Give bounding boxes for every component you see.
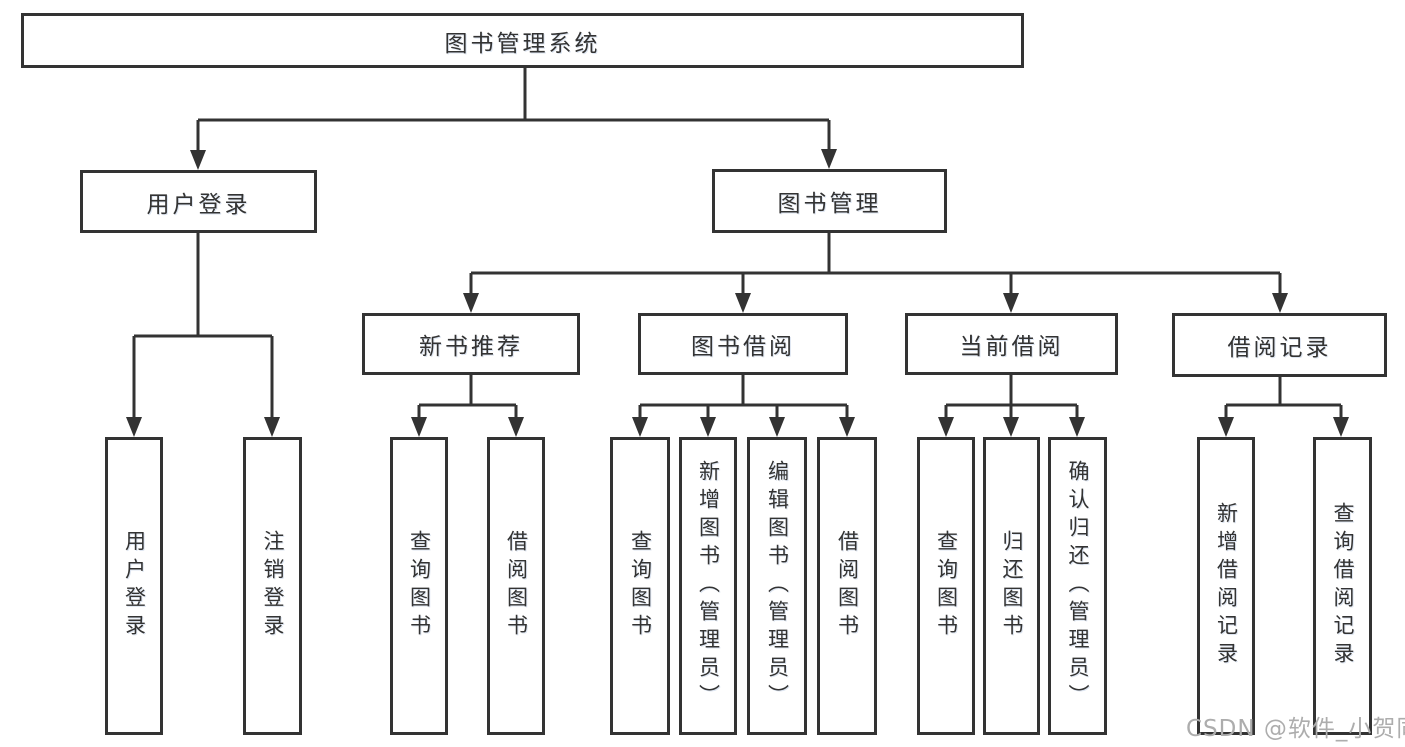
leaf-query-books: 查询图书 (390, 437, 448, 735)
leaf-borrow-books: 借阅图书 (487, 437, 545, 735)
node-label: 图书借阅 (691, 334, 795, 360)
node-user-login: 用户登录 (80, 170, 317, 233)
node-label: 确认归还（管理员） (1066, 460, 1090, 712)
node-borrowing-records: 借阅记录 (1172, 313, 1387, 377)
node-label: 查询图书 (407, 530, 432, 642)
leaf-edit-books-admin: 编辑图书（管理员） (747, 437, 807, 735)
node-new-book-recommendation: 新书推荐 (362, 313, 580, 375)
node-label: 编辑图书（管理员） (765, 460, 790, 712)
node-label: 新增借阅记录 (1214, 502, 1239, 670)
leaf-query-books: 查询图书 (917, 437, 975, 735)
node-label: 新书推荐 (419, 334, 523, 360)
node-label: 借阅图书 (504, 530, 529, 642)
node-current-borrowing: 当前借阅 (905, 313, 1118, 375)
node-book-borrowing: 图书借阅 (638, 313, 848, 375)
node-label: 查询借阅记录 (1331, 502, 1355, 670)
leaf-logout: 注销登录 (243, 437, 302, 735)
leaf-user-login: 用户登录 (105, 437, 163, 735)
node-label: 注销登录 (261, 530, 285, 642)
leaf-return-books: 归还图书 (983, 437, 1040, 735)
node-label: 图书管理 (777, 191, 882, 217)
node-label: 当前借阅 (959, 334, 1064, 360)
node-library-management-system: 图书管理系统 (21, 13, 1024, 68)
node-label: 借阅图书 (835, 530, 860, 642)
node-label: 图书管理系统 (444, 30, 601, 57)
node-label: 查询图书 (628, 530, 653, 642)
node-label: 归还图书 (1000, 530, 1024, 642)
leaf-add-borrow-record: 新增借阅记录 (1197, 437, 1255, 735)
arrowhead-icons (126, 149, 1349, 437)
leaf-borrow-books: 借阅图书 (817, 437, 877, 735)
node-label: 查询图书 (934, 530, 959, 642)
node-label: 新增图书（管理员） (696, 460, 721, 712)
node-book-management: 图书管理 (712, 169, 947, 233)
leaf-confirm-return-admin: 确认归还（管理员） (1048, 437, 1107, 735)
leaf-query-borrow-record: 查询借阅记录 (1313, 437, 1372, 735)
leaf-query-books: 查询图书 (610, 437, 670, 735)
node-label: 用户登录 (122, 530, 147, 642)
csdn-watermark: CSDN @软件_小贺同学 (1186, 716, 1405, 742)
node-label: 借阅记录 (1227, 335, 1332, 361)
node-label: 用户登录 (146, 191, 251, 218)
leaf-add-books-admin: 新增图书（管理员） (679, 437, 737, 735)
